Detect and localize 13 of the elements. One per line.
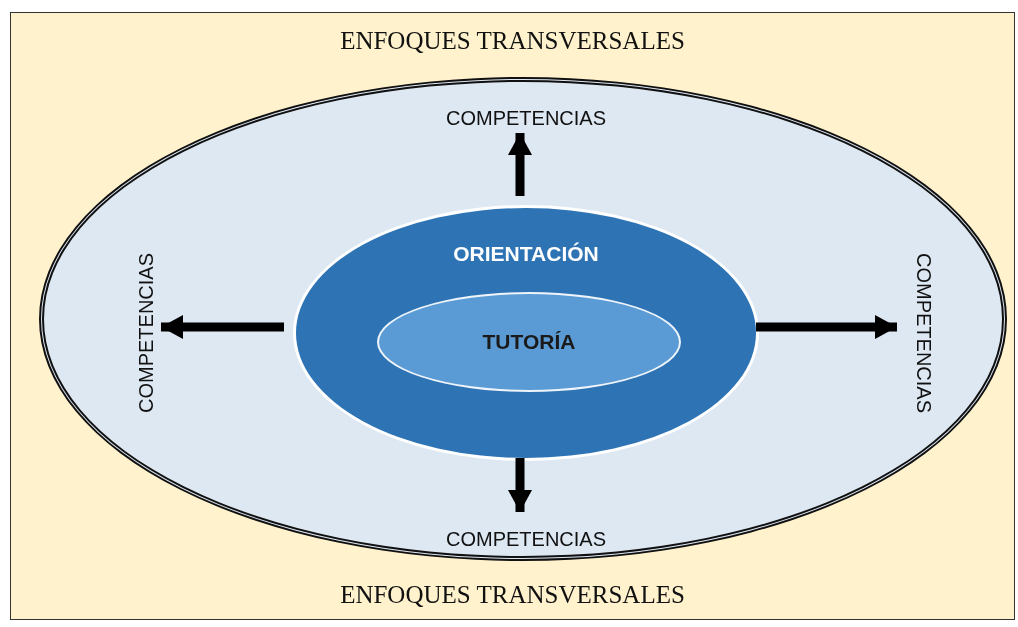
arrow: [161, 315, 284, 339]
label-text: COMPETENCIAS: [911, 238, 937, 428]
label-text: COMPETENCIAS: [133, 238, 159, 428]
label-text: COMPETENCIAS: [431, 526, 621, 552]
ellipse-label: TUTORÍA: [482, 330, 576, 354]
arrow: [508, 458, 532, 512]
heading-text: ENFOQUES TRANSVERSALES: [340, 27, 685, 55]
background-panel: [10, 12, 1015, 620]
arrow: [756, 315, 897, 339]
arrow: [508, 133, 532, 196]
heading-text: ENFOQUES TRANSVERSALES: [340, 581, 685, 609]
ellipse-label: ORIENTACIÓN: [453, 242, 599, 266]
label-text: COMPETENCIAS: [431, 105, 621, 131]
